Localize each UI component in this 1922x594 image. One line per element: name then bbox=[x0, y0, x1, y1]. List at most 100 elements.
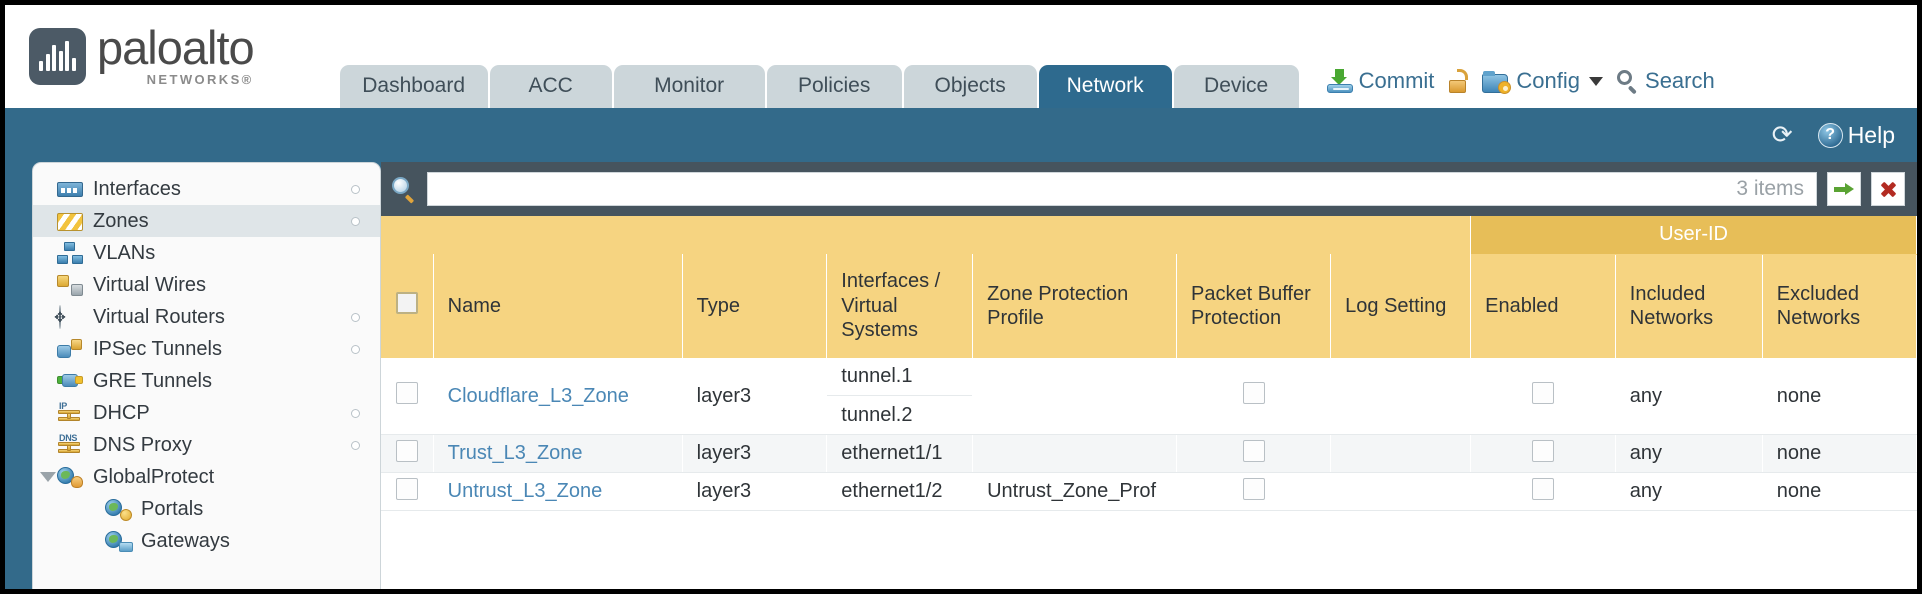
sidebar-item-vlans[interactable]: VLANs bbox=[33, 237, 380, 269]
sidebar-item-zones[interactable]: Zones bbox=[33, 205, 380, 237]
sidebar-item-label: GlobalProtect bbox=[93, 465, 215, 488]
clear-filter-button[interactable] bbox=[1871, 172, 1905, 206]
refresh-icon[interactable]: ⟳ bbox=[1771, 121, 1793, 149]
cell-userid-enabled bbox=[1470, 358, 1616, 435]
help-button[interactable]: ? Help bbox=[1817, 122, 1895, 149]
column-header-type[interactable]: Type bbox=[682, 254, 828, 358]
commit-icon bbox=[1326, 69, 1353, 93]
sidebar-item-gateways[interactable]: Gateways bbox=[33, 525, 380, 557]
brand-name: paloalto bbox=[97, 20, 255, 74]
cell-userid-enabled bbox=[1470, 472, 1616, 511]
commit-button[interactable]: Commit bbox=[1326, 68, 1434, 94]
cell-log-setting bbox=[1330, 434, 1472, 473]
sidebar-nav: Interfaces Zones VLANs Virtual Wires bbox=[32, 162, 381, 589]
cell-type: layer3 bbox=[682, 472, 828, 511]
cell-zone-protection-profile bbox=[972, 434, 1178, 473]
row-checkbox[interactable] bbox=[395, 382, 418, 404]
app-header: paloalto NETWORKS® Dashboard ACC Monitor… bbox=[5, 5, 1917, 108]
sidebar-item-label: VLANs bbox=[93, 241, 156, 264]
zone-link[interactable]: Untrust_L3_Zone bbox=[447, 480, 603, 502]
zones-icon bbox=[57, 210, 83, 232]
sidebar-item-dhcp[interactable]: IP DHCP bbox=[33, 397, 380, 429]
search-input[interactable]: 3 items bbox=[427, 172, 1817, 206]
userid-enabled-checkbox[interactable] bbox=[1531, 439, 1554, 462]
sidebar-item-virtual-wires[interactable]: Virtual Wires bbox=[33, 269, 380, 301]
body-area: Interfaces Zones VLANs Virtual Wires bbox=[5, 162, 1917, 589]
userid-enabled-checkbox[interactable] bbox=[1531, 382, 1554, 404]
sidebar-item-label: DHCP bbox=[93, 401, 150, 424]
column-header-zone-protection-profile[interactable]: Zone Protection Profile bbox=[972, 254, 1178, 358]
column-header-excluded-networks[interactable]: Excluded Networks bbox=[1762, 254, 1917, 358]
row-select-cell bbox=[381, 434, 434, 473]
column-header-included-networks[interactable]: Included Networks bbox=[1615, 254, 1763, 358]
sidebar-item-gre-tunnels[interactable]: GRE Tunnels bbox=[33, 365, 380, 397]
unlock-icon bbox=[1448, 69, 1469, 93]
cell-interfaces: ethernet1/2 bbox=[826, 472, 974, 511]
sidebar-item-dns-proxy[interactable]: DNS DNS Proxy bbox=[33, 429, 380, 461]
column-header-packet-buffer-protection[interactable]: Packet Buffer Protection bbox=[1176, 254, 1332, 358]
cell-type: layer3 bbox=[682, 434, 828, 473]
cell-name: Cloudflare_L3_Zone bbox=[433, 358, 683, 435]
tab-policies[interactable]: Policies bbox=[766, 64, 902, 108]
apply-filter-button[interactable] bbox=[1827, 172, 1861, 206]
cell-included-networks: any bbox=[1615, 358, 1763, 435]
expand-triangle-icon[interactable] bbox=[40, 472, 56, 482]
column-header-interfaces[interactable]: Interfaces / Virtual Systems bbox=[826, 254, 974, 358]
sidebar-item-label: Virtual Routers bbox=[93, 305, 225, 328]
item-count-label: 3 items bbox=[1736, 177, 1804, 200]
sidebar-item-portals[interactable]: Portals bbox=[33, 493, 380, 525]
packet-buffer-protection-checkbox[interactable] bbox=[1242, 477, 1265, 500]
filter-toolbar: 3 items bbox=[381, 162, 1917, 216]
cell-included-networks: any bbox=[1615, 434, 1763, 473]
status-dot bbox=[351, 408, 360, 418]
row-checkbox[interactable] bbox=[395, 439, 418, 462]
sidebar-item-label: IPSec Tunnels bbox=[93, 337, 222, 360]
table-row[interactable]: Trust_L3_Zone layer3 ethernet1/1 any bbox=[381, 434, 1917, 473]
portals-icon bbox=[105, 498, 132, 521]
row-checkbox[interactable] bbox=[395, 477, 418, 500]
group-header-userid: User-ID bbox=[1470, 216, 1917, 255]
cell-packet-buffer-protection bbox=[1176, 434, 1332, 473]
userid-enabled-checkbox[interactable] bbox=[1531, 477, 1554, 500]
zone-link[interactable]: Cloudflare_L3_Zone bbox=[447, 384, 629, 407]
select-all-header bbox=[381, 254, 434, 358]
sidebar-item-virtual-routers[interactable]: Virtual Routers bbox=[33, 301, 380, 333]
sidebar-item-interfaces[interactable]: Interfaces bbox=[33, 173, 380, 205]
sidebar-item-ipsec-tunnels[interactable]: IPSec Tunnels bbox=[33, 333, 380, 365]
search-button[interactable]: Search bbox=[1617, 68, 1715, 94]
cell-excluded-networks: none bbox=[1762, 358, 1917, 435]
select-all-checkbox[interactable] bbox=[395, 291, 418, 314]
search-label: Search bbox=[1645, 68, 1715, 93]
cell-log-setting bbox=[1330, 472, 1472, 511]
sidebar-item-label: Virtual Wires bbox=[93, 273, 206, 296]
clear-filter-icon bbox=[1879, 180, 1897, 198]
status-dot bbox=[351, 216, 360, 226]
sidebar-item-label: Interfaces bbox=[93, 177, 181, 200]
sidebar-item-label: Gateways bbox=[141, 529, 230, 552]
packet-buffer-protection-checkbox[interactable] bbox=[1242, 439, 1265, 462]
column-header-name[interactable]: Name bbox=[433, 254, 683, 358]
tab-acc[interactable]: ACC bbox=[489, 64, 612, 108]
zone-link[interactable]: Trust_L3_Zone bbox=[447, 442, 583, 464]
table-row[interactable]: Untrust_L3_Zone layer3 ethernet1/2 Untru… bbox=[381, 472, 1917, 511]
tab-objects[interactable]: Objects bbox=[903, 64, 1037, 108]
tab-dashboard[interactable]: Dashboard bbox=[339, 64, 488, 108]
config-label: Config bbox=[1516, 68, 1581, 93]
column-header-enabled[interactable]: Enabled bbox=[1470, 254, 1616, 358]
cell-log-setting bbox=[1330, 358, 1472, 435]
tab-network[interactable]: Network bbox=[1038, 64, 1172, 108]
cell-included-networks: any bbox=[1615, 472, 1763, 511]
packet-buffer-protection-checkbox[interactable] bbox=[1242, 382, 1265, 404]
tab-device[interactable]: Device bbox=[1173, 64, 1299, 108]
sidebar-item-label: GRE Tunnels bbox=[93, 369, 212, 392]
column-header-log-setting[interactable]: Log Setting bbox=[1330, 254, 1472, 358]
gre-tunnels-icon bbox=[57, 370, 83, 392]
cell-excluded-networks: none bbox=[1762, 434, 1917, 473]
tab-monitor[interactable]: Monitor bbox=[613, 64, 765, 108]
config-lock-button[interactable] bbox=[1448, 69, 1469, 93]
cell-packet-buffer-protection bbox=[1176, 358, 1332, 435]
cell-name: Trust_L3_Zone bbox=[433, 434, 683, 473]
sidebar-item-globalprotect[interactable]: GlobalProtect bbox=[33, 461, 380, 493]
config-menu-button[interactable]: Config bbox=[1482, 68, 1604, 94]
content-panel: 3 items bbox=[381, 162, 1917, 589]
